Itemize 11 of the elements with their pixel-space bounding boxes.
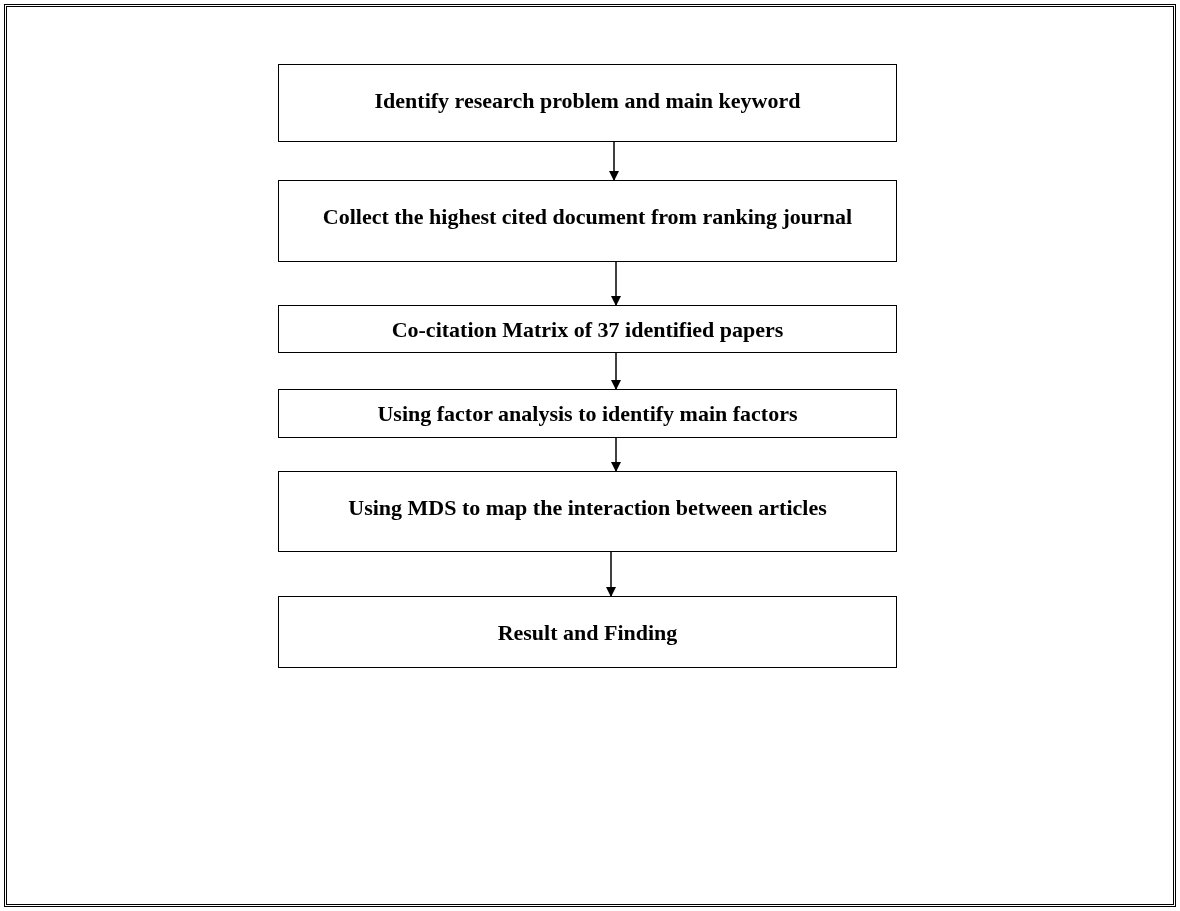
arrow bbox=[611, 437, 621, 472]
arrow bbox=[606, 551, 616, 597]
process-box: Identify research problem and main keyword bbox=[278, 64, 897, 142]
process-box: Co-citation Matrix of 37 identified papers bbox=[278, 305, 897, 353]
process-box: Collect the highest cited document from ranking journal bbox=[278, 180, 897, 262]
process-box: Using factor analysis to identify main factors bbox=[278, 389, 897, 438]
arrow bbox=[611, 352, 621, 390]
process-box: Result and Finding bbox=[278, 596, 897, 668]
arrow bbox=[609, 141, 619, 181]
arrow bbox=[611, 261, 621, 306]
process-box: Using MDS to map the interaction between articles bbox=[278, 471, 897, 552]
